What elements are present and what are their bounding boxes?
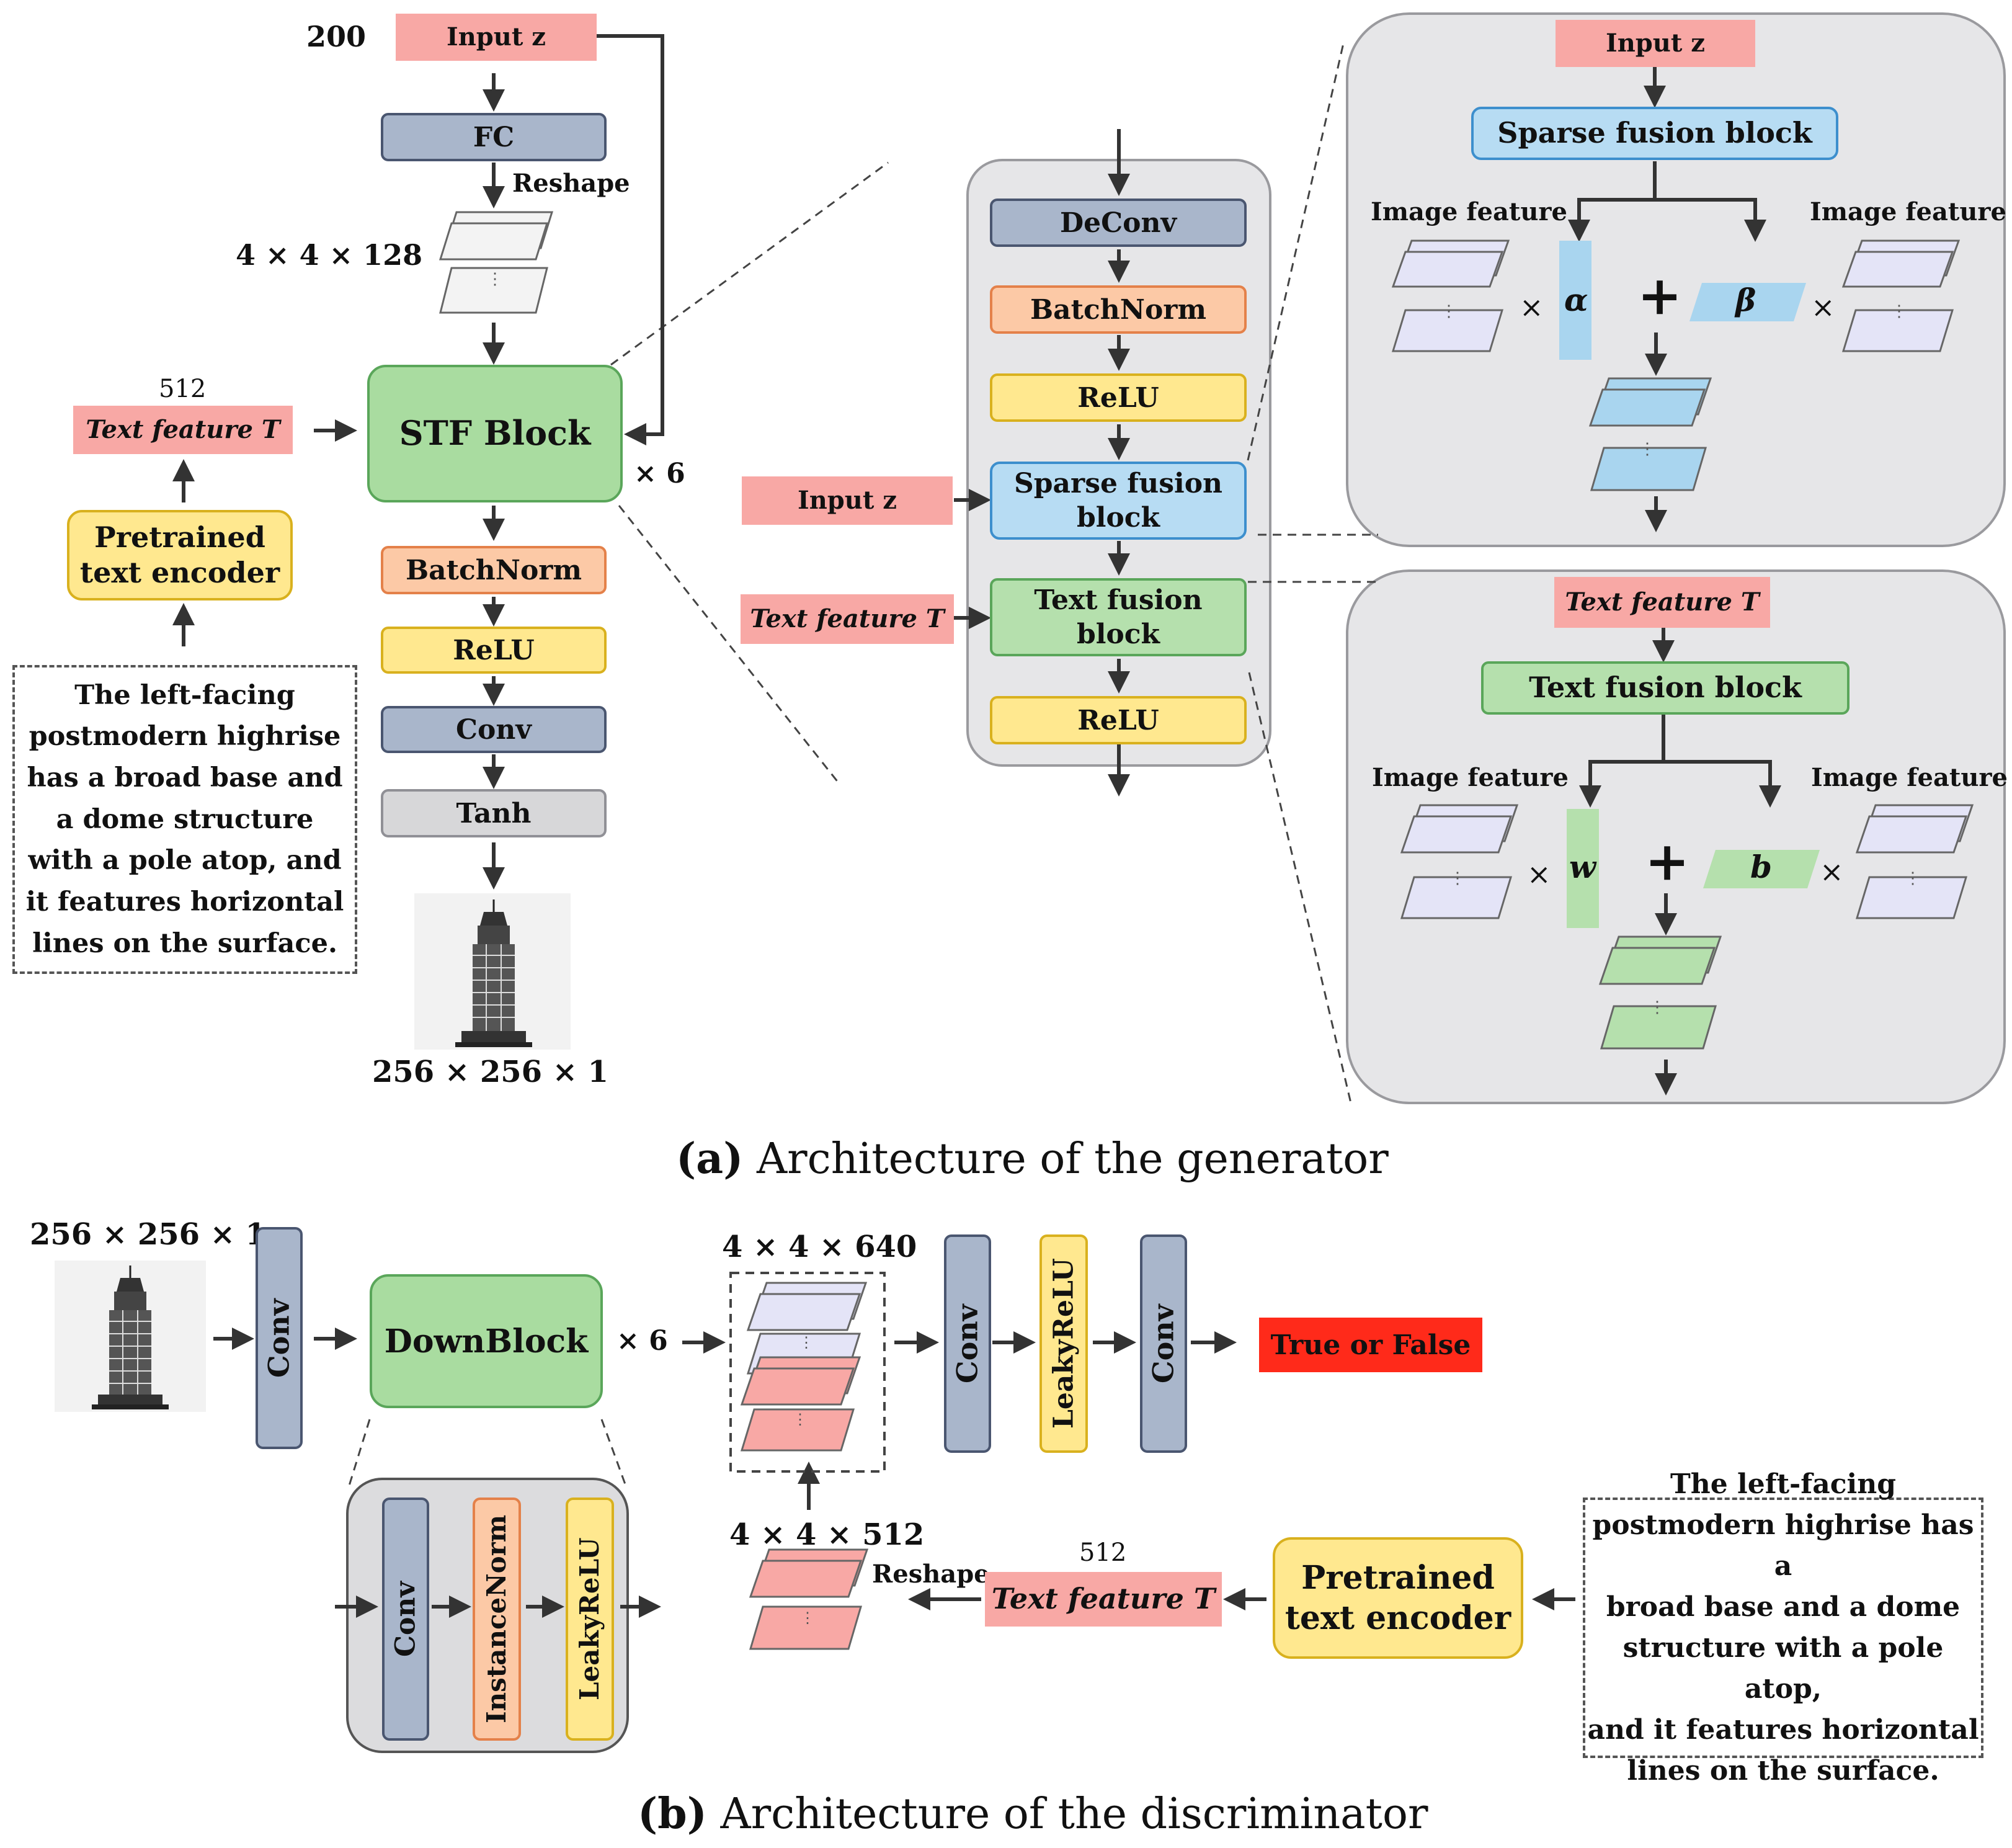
downblock-instancenorm: InstanceNorm bbox=[473, 1498, 521, 1741]
w-label: w bbox=[1569, 849, 1596, 885]
stf-sparse-fusion: Sparse fusion block bbox=[990, 462, 1247, 540]
gen-text-description: The left-facing postmodern highrise has … bbox=[12, 665, 357, 974]
gen-input-z: Input z bbox=[396, 14, 597, 61]
sparse-plus: + bbox=[1637, 264, 1683, 327]
caption-b: (b) Architecture of the discriminator bbox=[638, 1789, 1428, 1839]
text-output-feature: ⋮ bbox=[1598, 935, 1722, 1050]
disc-conv-1: Conv bbox=[256, 1227, 303, 1449]
text-plus: + bbox=[1645, 830, 1690, 893]
stf-block: STF Block bbox=[367, 365, 623, 502]
stf-relu-2: ReLU bbox=[990, 696, 1247, 744]
sparse-image-feature-right-label: Image feature bbox=[1810, 197, 2006, 226]
disc-conv-2: Conv bbox=[944, 1234, 991, 1453]
gen-conv: Conv bbox=[381, 706, 607, 753]
text-times-left: × bbox=[1527, 857, 1551, 891]
b-label: b bbox=[1750, 849, 1772, 885]
text-image-feature-left: ⋮ bbox=[1400, 804, 1519, 919]
disc-text-feature: Text feature T bbox=[985, 1572, 1222, 1627]
svg-text:⋮: ⋮ bbox=[1905, 869, 1921, 888]
text-panel-text-feature: Text feature T bbox=[1554, 577, 1770, 628]
concat-feature-stack: ⋮ ⋮ bbox=[740, 1282, 868, 1452]
downblock-leakyrelu: LeakyReLU bbox=[566, 1498, 614, 1741]
gen-reshape-dim: 4 × 4 × 128 bbox=[236, 238, 423, 272]
gen-pretrained-encoder: Pretrained text encoder bbox=[67, 510, 293, 600]
beta-parallelogram bbox=[1689, 283, 1806, 321]
caption-a: (a) Architecture of the generator bbox=[676, 1134, 1389, 1184]
stf-deconv: DeConv bbox=[990, 199, 1247, 247]
disc-text-reshape-dim: 4 × 4 × 512 bbox=[729, 1517, 925, 1552]
input-building-image bbox=[55, 1261, 206, 1412]
gen-tanh: Tanh bbox=[381, 789, 607, 837]
sparse-image-feature-left-label: Image feature bbox=[1371, 197, 1567, 226]
alpha-bar bbox=[1559, 241, 1591, 360]
sparse-times-right: × bbox=[1811, 290, 1835, 324]
gen-text-feature: Text feature T bbox=[73, 406, 293, 454]
text-image-feature-right-label: Image feature bbox=[1811, 763, 2008, 792]
caption-b-letter: (b) bbox=[638, 1789, 707, 1839]
stf-relu-1: ReLU bbox=[990, 373, 1247, 422]
stf-text-feature: Text feature T bbox=[741, 594, 954, 644]
text-fusion-block: Text fusion block bbox=[1481, 661, 1850, 715]
caption-a-text: Architecture of the generator bbox=[743, 1135, 1389, 1184]
disc-text-dim: 512 bbox=[1079, 1538, 1127, 1567]
caption-a-letter: (a) bbox=[676, 1134, 744, 1184]
alpha-label: α bbox=[1564, 282, 1588, 318]
gen-input-dim: 200 bbox=[306, 20, 367, 53]
gen-fc: FC bbox=[381, 113, 607, 161]
svg-text:⋮: ⋮ bbox=[800, 1609, 815, 1627]
stf-repeat: × 6 bbox=[634, 458, 685, 489]
downblock-conv: Conv bbox=[382, 1498, 429, 1741]
sparse-times-left: × bbox=[1520, 290, 1544, 324]
caption-b-text: Architecture of the discriminator bbox=[706, 1790, 1428, 1839]
disc-downblock: DownBlock bbox=[370, 1274, 603, 1408]
beta-label: β bbox=[1735, 282, 1756, 318]
sparse-image-feature-left: ⋮ bbox=[1391, 239, 1510, 352]
disc-input-dim: 256 × 256 × 1 bbox=[30, 1217, 267, 1252]
text-times-right: × bbox=[1820, 855, 1844, 888]
svg-text:⋮: ⋮ bbox=[487, 270, 503, 288]
svg-text:⋮: ⋮ bbox=[1449, 869, 1466, 888]
stf-input-z: Input z bbox=[742, 476, 953, 525]
disc-reshape-label: Reshape bbox=[872, 1560, 990, 1589]
text-image-feature-right: ⋮ bbox=[1855, 804, 1974, 919]
disc-concat-dim: 4 × 4 × 640 bbox=[722, 1230, 917, 1264]
svg-text:⋮: ⋮ bbox=[1639, 440, 1655, 458]
text-reshape-stack: ⋮ bbox=[749, 1548, 869, 1650]
svg-text:⋮: ⋮ bbox=[799, 1334, 814, 1351]
sparse-input-z: Input z bbox=[1556, 20, 1755, 67]
reshape-feature-stack: ⋮ bbox=[438, 211, 554, 314]
gen-output-dim: 256 × 256 × 1 bbox=[372, 1055, 609, 1089]
disc-pretrained-encoder: Pretrained text encoder bbox=[1273, 1537, 1523, 1659]
w-bar bbox=[1567, 809, 1599, 928]
sparse-output-feature: ⋮ bbox=[1588, 377, 1712, 491]
svg-text:⋮: ⋮ bbox=[793, 1411, 808, 1428]
gen-text-dim: 512 bbox=[159, 375, 207, 403]
svg-text:⋮: ⋮ bbox=[1441, 302, 1457, 321]
sparse-fusion-block: Sparse fusion block bbox=[1471, 107, 1838, 160]
sparse-image-feature-right: ⋮ bbox=[1841, 239, 1961, 352]
gen-relu: ReLU bbox=[381, 627, 607, 674]
svg-text:⋮: ⋮ bbox=[1649, 998, 1665, 1017]
gen-batchnorm: BatchNorm bbox=[381, 546, 607, 594]
disc-leakyrelu: LeakyReLU bbox=[1039, 1234, 1088, 1453]
disc-repeat: × 6 bbox=[617, 1325, 668, 1357]
stf-batchnorm: BatchNorm bbox=[990, 285, 1247, 334]
svg-text:⋮: ⋮ bbox=[1891, 302, 1907, 321]
text-image-feature-left-label: Image feature bbox=[1372, 763, 1569, 792]
generated-building-image bbox=[414, 893, 571, 1050]
gen-reshape-label: Reshape bbox=[512, 169, 630, 198]
concat-frame bbox=[729, 1272, 886, 1473]
disc-text-description: The left-facing postmodern highrise has … bbox=[1583, 1468, 1983, 1787]
b-parallelogram bbox=[1703, 850, 1820, 888]
disc-conv-3: Conv bbox=[1140, 1234, 1187, 1453]
stf-text-fusion: Text fusion block bbox=[990, 578, 1247, 656]
disc-output: True or False bbox=[1259, 1318, 1482, 1372]
